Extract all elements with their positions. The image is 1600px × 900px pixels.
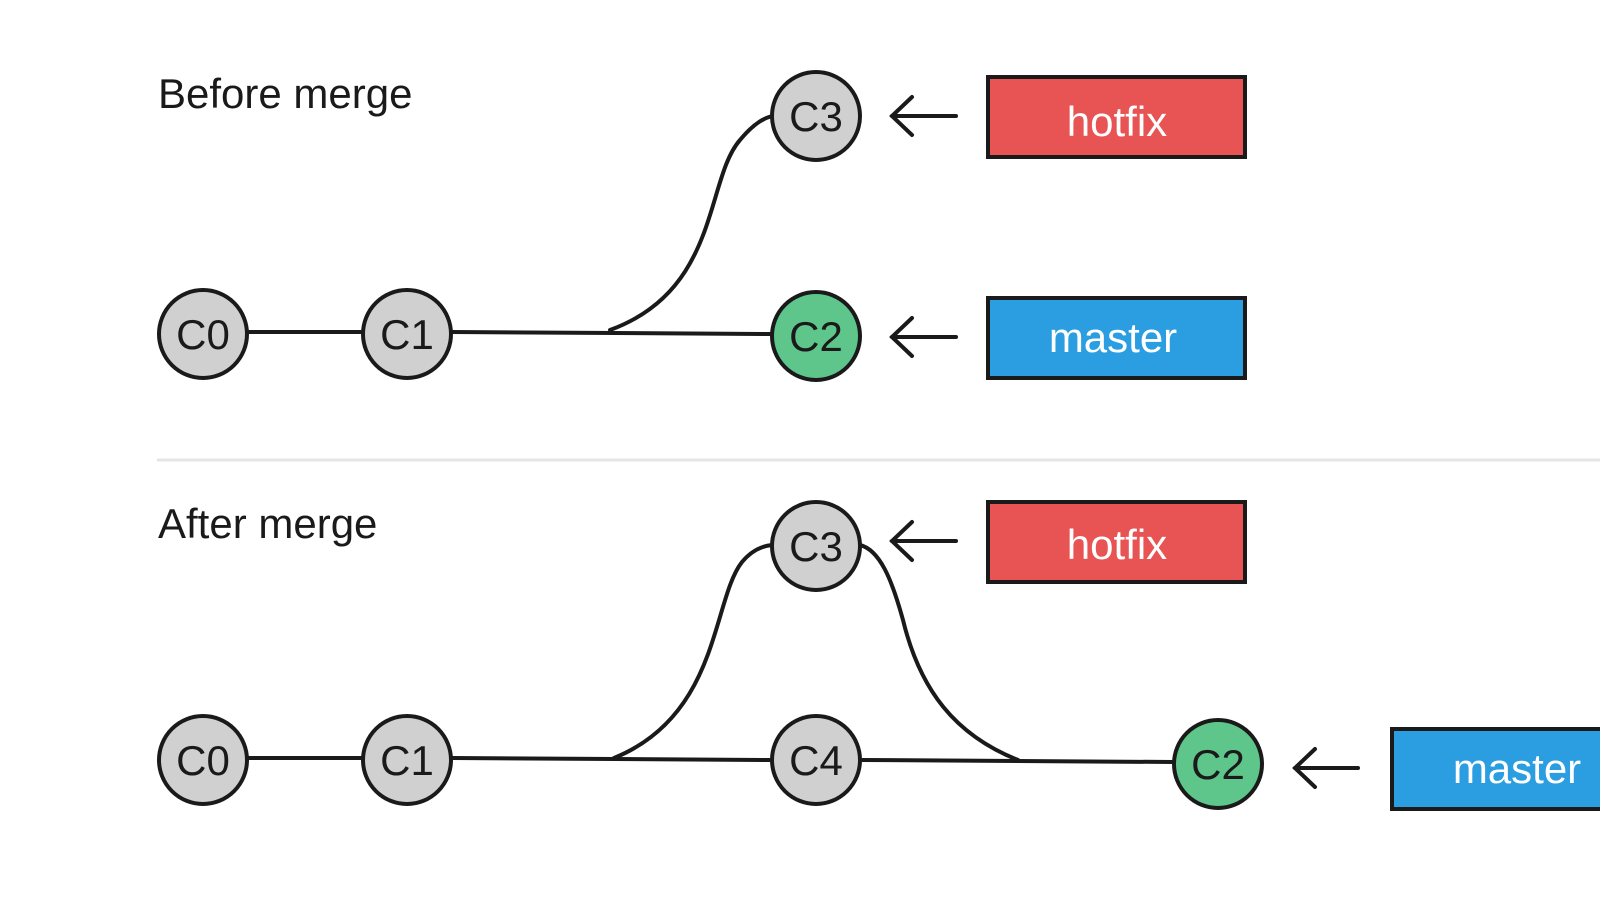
edge-c1-c2 xyxy=(450,330,772,336)
commit-label: C2 xyxy=(1191,741,1245,788)
commit-node: C1 xyxy=(361,714,453,806)
edge-c1-c4 xyxy=(450,756,773,762)
commit-node: C0 xyxy=(157,288,249,380)
commit-label: C3 xyxy=(789,523,843,570)
commit-label: C2 xyxy=(789,313,843,360)
commit-node: C4 xyxy=(770,714,862,806)
commit-node: C3 xyxy=(770,500,862,592)
after-merge-title: After merge xyxy=(158,500,378,547)
branch-name: hotfix xyxy=(1067,521,1167,568)
branch-name: master xyxy=(1049,314,1177,361)
commit-node: C1 xyxy=(361,288,453,380)
commit-label: C4 xyxy=(789,737,843,784)
branch-name: master xyxy=(1453,745,1581,792)
commit-label: C1 xyxy=(380,737,434,784)
branch-label-master: master xyxy=(986,296,1247,380)
arrow-icon xyxy=(1292,747,1360,789)
commit-label: C1 xyxy=(380,311,434,358)
commit-node: C0 xyxy=(157,714,249,806)
commit-label: C3 xyxy=(789,93,843,140)
branch-name: hotfix xyxy=(1067,98,1167,145)
edge-c1-c3 xyxy=(612,543,774,760)
branch-label-master: master xyxy=(1390,727,1600,811)
before-merge-title: Before merge xyxy=(158,70,413,117)
commit-node-current: C2 xyxy=(770,290,862,382)
branch-label-hotfix: hotfix xyxy=(986,75,1247,159)
commit-label: C0 xyxy=(176,737,230,784)
commit-node-current: C2 xyxy=(1172,718,1264,810)
branch-label-hotfix: hotfix xyxy=(986,500,1247,584)
commit-node: C3 xyxy=(770,70,862,162)
commit-label: C0 xyxy=(176,311,230,358)
edge-c1-c3 xyxy=(608,114,774,332)
arrow-icon xyxy=(889,316,958,358)
arrow-icon xyxy=(889,95,958,137)
arrow-icon xyxy=(889,520,958,562)
edge-c3-c2 xyxy=(858,543,1020,762)
